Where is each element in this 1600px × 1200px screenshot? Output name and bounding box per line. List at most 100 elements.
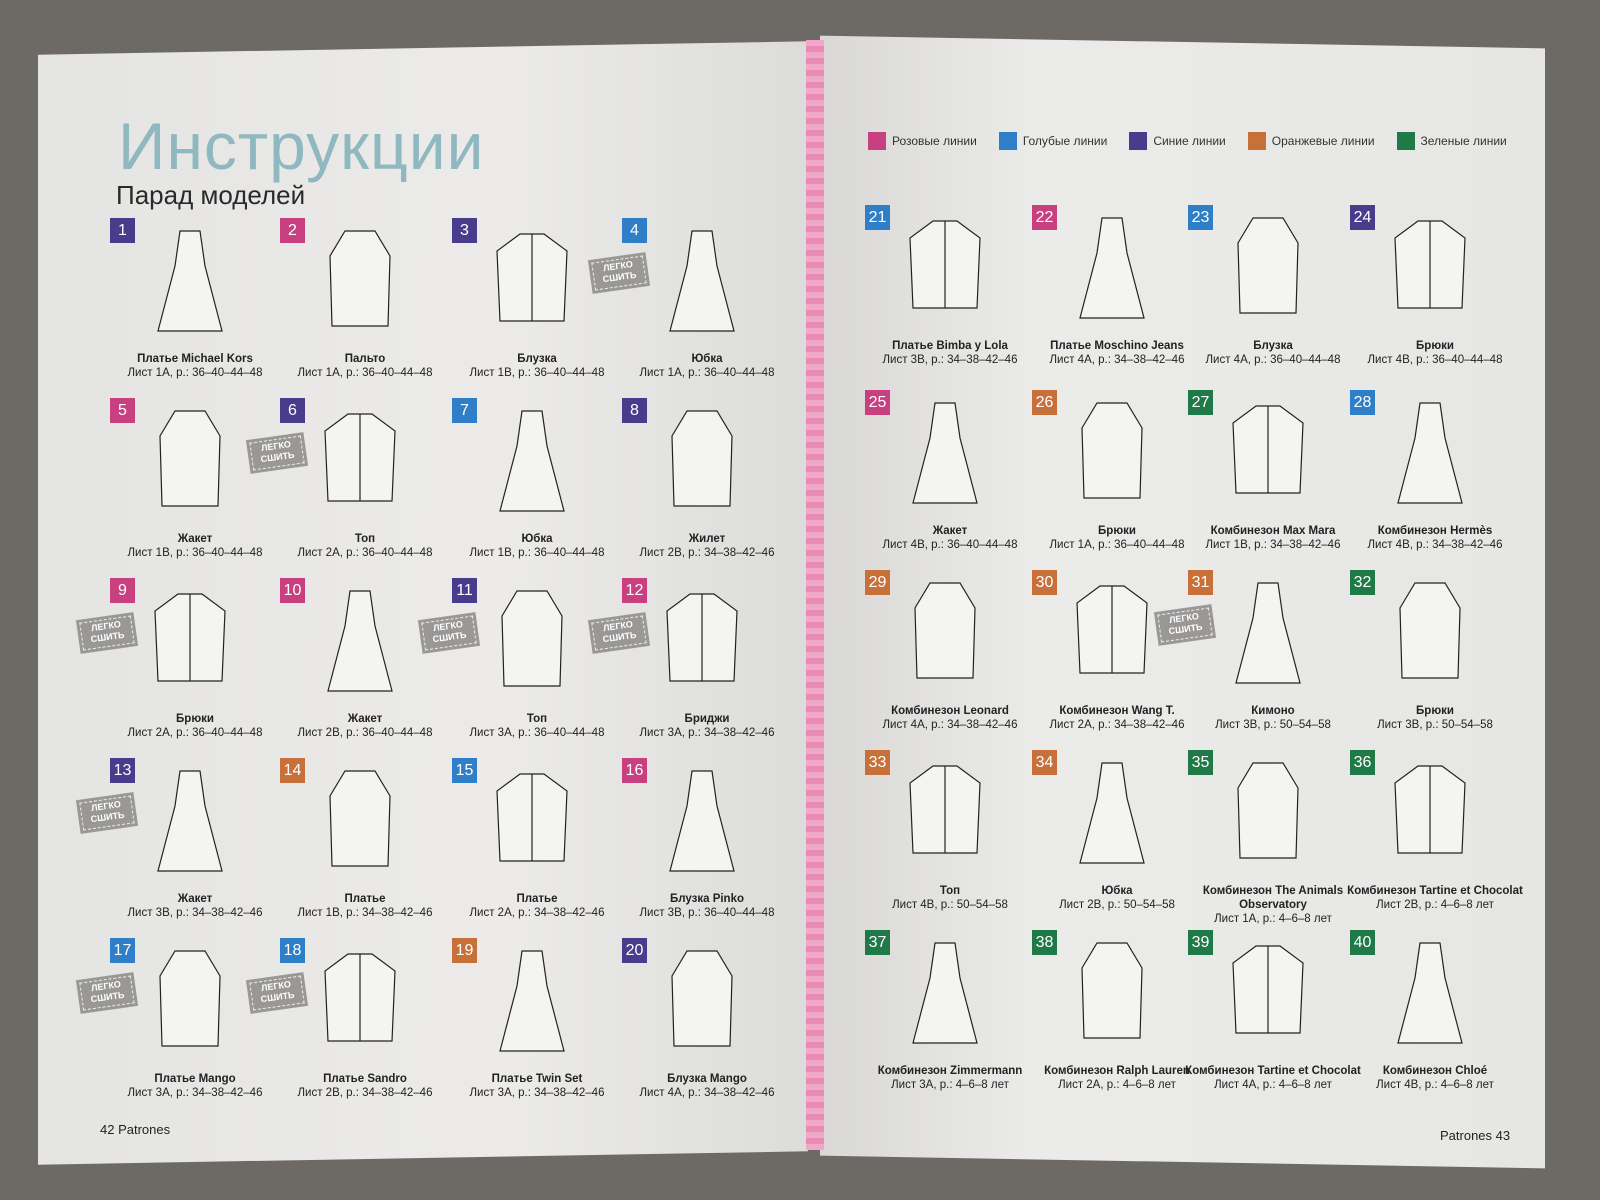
model-name: Комбинезон Leonard [891,705,1009,717]
model-number-badge: 33 [865,750,890,775]
model-number-badge: 7 [452,398,477,423]
garment-sketch-icon [1232,405,1304,494]
model-number-badge: 20 [622,938,647,963]
model-name: Жакет [177,533,213,545]
model-name: Комбинезон Chloé [1382,1065,1488,1077]
model-name: Платье Moschino Jeans [1050,340,1184,352]
garment-sketch-icon [671,950,733,1047]
model-number-badge: 4 [622,218,647,243]
pink-swatch [868,132,886,150]
model-sheet-sizes: Лист 3A, р.: 36–40–44–48 [469,727,605,739]
model-name: Топ [354,533,376,545]
model-number-badge: 18 [280,938,305,963]
easy-to-sew-stamp: ЛЕГКО СШИТЬ [245,972,309,1014]
light-blue-swatch [998,132,1017,150]
garment-sketch-icon [329,230,391,327]
model-name: Топ [526,713,548,725]
model-number-badge: 32 [1350,570,1375,595]
model-sheet-sizes: Лист 4B, р.: 50–54–58 [892,899,1008,911]
model-sheet-sizes: Лист 3B, р.: 50–54–58 [1377,719,1493,731]
model-name: Жилет [688,533,726,545]
garment-sketch-icon [669,770,735,872]
garment-sketch-icon [157,230,223,332]
model-name: Бриджи [684,713,730,725]
garment-sketch-icon [159,950,221,1047]
garment-sketch-icon [671,410,733,507]
model-number-badge: 6 [280,398,305,423]
easy-to-sew-stamp: ЛЕГКО СШИТЬ [75,792,139,834]
model-number-badge: 11 [452,578,477,603]
model-number-badge: 25 [865,390,890,415]
garment-sketch-icon [666,593,738,682]
easy-to-sew-stamp: ЛЕГКО СШИТЬ [75,972,139,1014]
model-number-badge: 28 [1350,390,1375,415]
model-name: Пальто [344,353,386,365]
model-sheet-sizes: Лист 4A, р.: 34–38–42–46 [639,1087,775,1099]
model-name: Платье Twin Set [491,1073,583,1085]
model-number-badge: 19 [452,938,477,963]
legend-label: Оранжевые линии [1271,134,1375,148]
garment-sketch-icon [1081,402,1143,499]
garment-sketch-icon [1079,762,1145,864]
legend-label: Синие линии [1153,134,1226,148]
model-number-badge: 9 [110,578,135,603]
garment-sketch-icon [501,590,563,687]
model-sheet-sizes: Лист 1B, р.: 36–40–44–48 [469,547,605,559]
garment-sketch-icon [1076,585,1148,674]
model-sheet-sizes: Лист 4A, р.: 36–40–44–48 [1205,354,1341,366]
model-sheet-sizes: Лист 4A, р.: 4–6–8 лет [1214,1079,1332,1091]
easy-to-sew-stamp: ЛЕГКО СШИТЬ [587,252,651,294]
model-number-badge: 40 [1350,930,1375,955]
model-number-badge: 10 [280,578,305,603]
model-name: Платье Bimba y Lola [892,340,1008,352]
model-number-badge: 34 [1032,750,1057,775]
model-number-badge: 26 [1032,390,1057,415]
model-number-badge: 30 [1032,570,1057,595]
model-number-badge: 14 [280,758,305,783]
garment-sketch-icon [1081,942,1143,1039]
garment-sketch-icon [912,942,978,1044]
legend-item-pink: Розовые линии [868,132,977,150]
blue-swatch [1129,132,1148,150]
model-name: Брюки [1416,340,1454,352]
model-sheet-sizes: Лист 1B, р.: 36–40–44–48 [469,367,605,379]
garment-sketch-icon [1394,765,1466,854]
garment-sketch-icon [909,220,981,309]
model-sheet-sizes: Лист 4A, р.: 34–38–42–46 [882,719,1018,731]
garment-sketch-icon [1235,582,1301,684]
model-number-badge: 35 [1188,750,1213,775]
page-subtitle: Парад моделей [116,180,306,210]
model-sheet-sizes: Лист 2B, р.: 34–38–42–46 [639,547,775,559]
garment-sketch-icon [496,773,568,862]
model-number-badge: 16 [622,758,647,783]
